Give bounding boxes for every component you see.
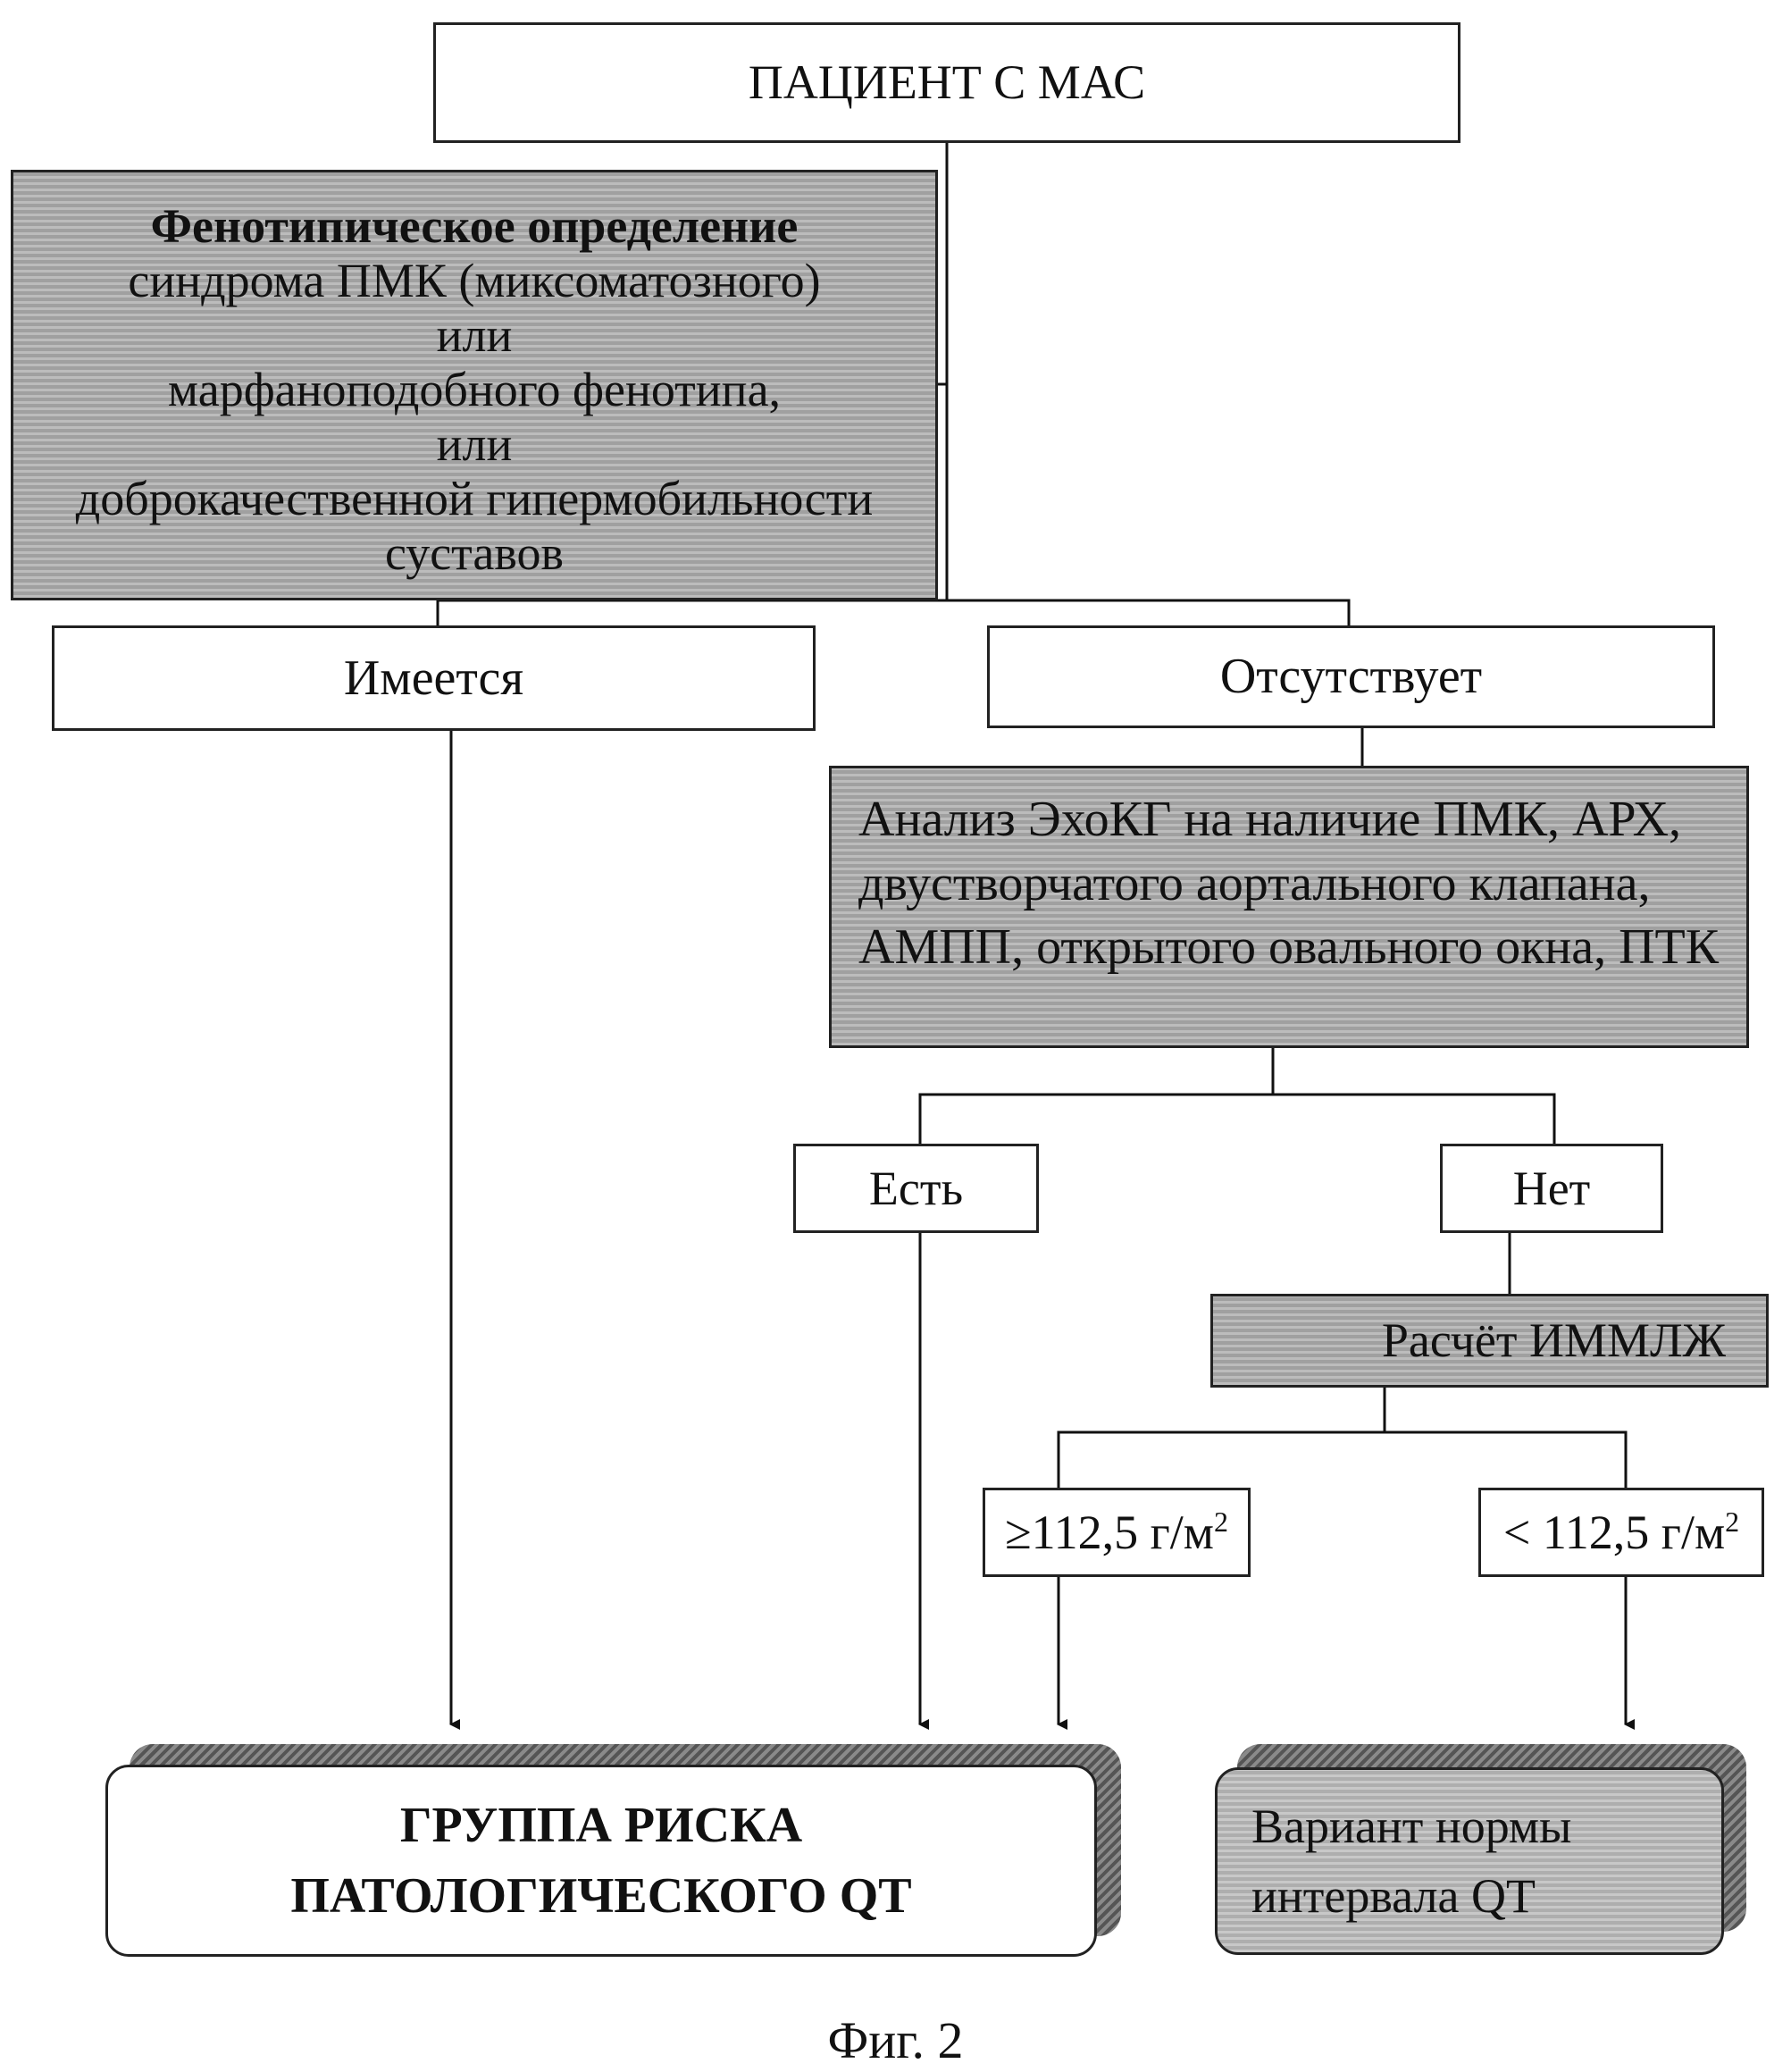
phenotype-line-5: доброкачественной гипермобильности: [75, 472, 874, 526]
norm-line-1: Вариант нормы: [1251, 1799, 1572, 1853]
no-label: Нет: [1512, 1161, 1591, 1215]
phenotype-box: Фенотипическое определение синдрома ПМК …: [11, 170, 938, 600]
patient-box: ПАЦИЕНТ С МАС: [433, 22, 1460, 143]
phenotype-line-2: или: [436, 308, 513, 363]
norm-variant-box: Вариант нормы интервала QT: [1215, 1767, 1724, 1955]
threshold-lt-text: < 112,5 г/м: [1502, 1505, 1726, 1559]
risk-line-1: ГРУППА РИСКА: [399, 1798, 803, 1854]
lvmi-calc-box: Расчёт ИММЛЖ: [1210, 1294, 1769, 1388]
phenotype-line-4: или: [436, 417, 513, 472]
threshold-ge-label: ≥112,5 г/м2: [1005, 1505, 1228, 1560]
present-box: Имеется: [52, 625, 816, 731]
threshold-lt-label: < 112,5 г/м2: [1503, 1505, 1739, 1560]
threshold-ge-sup: 2: [1213, 1505, 1228, 1538]
phenotype-line-3: марфаноподобного фенотипа,: [167, 363, 782, 417]
yes-label: Есть: [868, 1161, 964, 1215]
figure-caption: Фиг. 2: [827, 2011, 964, 2069]
risk-group-box: ГРУППА РИСКА ПАТОЛОГИЧЕСКОГО QT: [105, 1765, 1097, 1957]
threshold-ge-box: ≥112,5 г/м2: [983, 1488, 1251, 1577]
present-label: Имеется: [343, 650, 524, 706]
norm-line-2: интервала QT: [1251, 1869, 1536, 1923]
echo-analysis-box: Анализ ЭхоКГ на наличие ПМК, АРХ, двуств…: [829, 766, 1749, 1048]
lvmi-calc-label: Расчёт ИММЛЖ: [1381, 1313, 1726, 1368]
yes-box: Есть: [793, 1144, 1039, 1233]
phenotype-title: Фенотипическое определение: [150, 199, 799, 253]
phenotype-line-1: синдрома ПМК (миксоматозного): [128, 254, 821, 308]
absent-box: Отсутствует: [987, 625, 1715, 728]
absent-label: Отсутствует: [1219, 649, 1483, 705]
line-split-top: [436, 599, 1351, 625]
no-box: Нет: [1440, 1144, 1663, 1233]
line-calc-split: [1057, 1430, 1628, 1488]
patient-label: ПАЦИЕНТ С МАС: [748, 55, 1146, 110]
phenotype-line-6: суставов: [384, 526, 565, 581]
line-echo-split: [918, 1093, 1556, 1144]
threshold-ge-text: ≥112,5 г/м: [1005, 1505, 1214, 1559]
threshold-lt-sup: 2: [1725, 1505, 1740, 1538]
risk-line-2: ПАТОЛОГИЧЕСКОГО QT: [290, 1867, 912, 1924]
threshold-lt-box: < 112,5 г/м2: [1478, 1488, 1764, 1577]
echo-analysis-text: Анализ ЭхоКГ на наличие ПМК, АРХ, двуств…: [858, 792, 1720, 976]
